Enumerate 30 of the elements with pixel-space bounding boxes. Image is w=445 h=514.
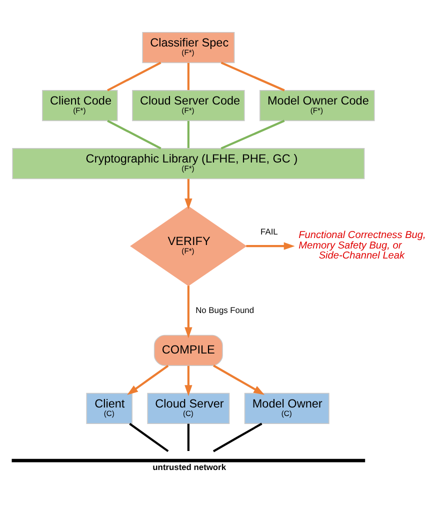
node-label: untrusted network: [152, 462, 226, 472]
node-text: Functional Correctness Bug, Memory Safety Bug, or Side-Channel Leak: [298, 230, 426, 262]
connector: [220, 120, 285, 150]
node-box: Model Owner (C): [244, 392, 330, 424]
arrow: [246, 242, 295, 250]
edge-label: No Bugs Found: [196, 304, 254, 315]
node-diamond: VERIFY (F*): [130, 206, 247, 286]
node-box: Client Code (F*): [42, 90, 118, 122]
connector: [187, 62, 190, 90]
arrow: [184, 366, 192, 396]
node-box: Classifier Spec (F*): [142, 32, 235, 64]
node-box: [12, 458, 366, 462]
node-box: Client (C): [86, 392, 132, 424]
node-box: Cloud Server (C): [147, 392, 230, 424]
connector: [187, 120, 190, 148]
connector: [212, 422, 262, 452]
edge-label: FAIL: [260, 226, 278, 237]
node-box: Model Owner Code (F*): [260, 90, 375, 122]
connector: [187, 424, 190, 451]
node-box: Cloud Server Code (F*): [132, 90, 245, 122]
arrow: [184, 178, 192, 210]
arrow: [213, 364, 265, 395]
connector: [107, 62, 162, 92]
node-box: COMPILE: [154, 334, 223, 366]
connector: [129, 422, 169, 452]
arrow: [184, 286, 192, 338]
connector: [107, 120, 162, 150]
connector: [220, 62, 285, 92]
arrow: [127, 364, 169, 395]
node-box: Cryptographic Library (LFHE, PHE, GC ) (F*): [12, 148, 365, 180]
